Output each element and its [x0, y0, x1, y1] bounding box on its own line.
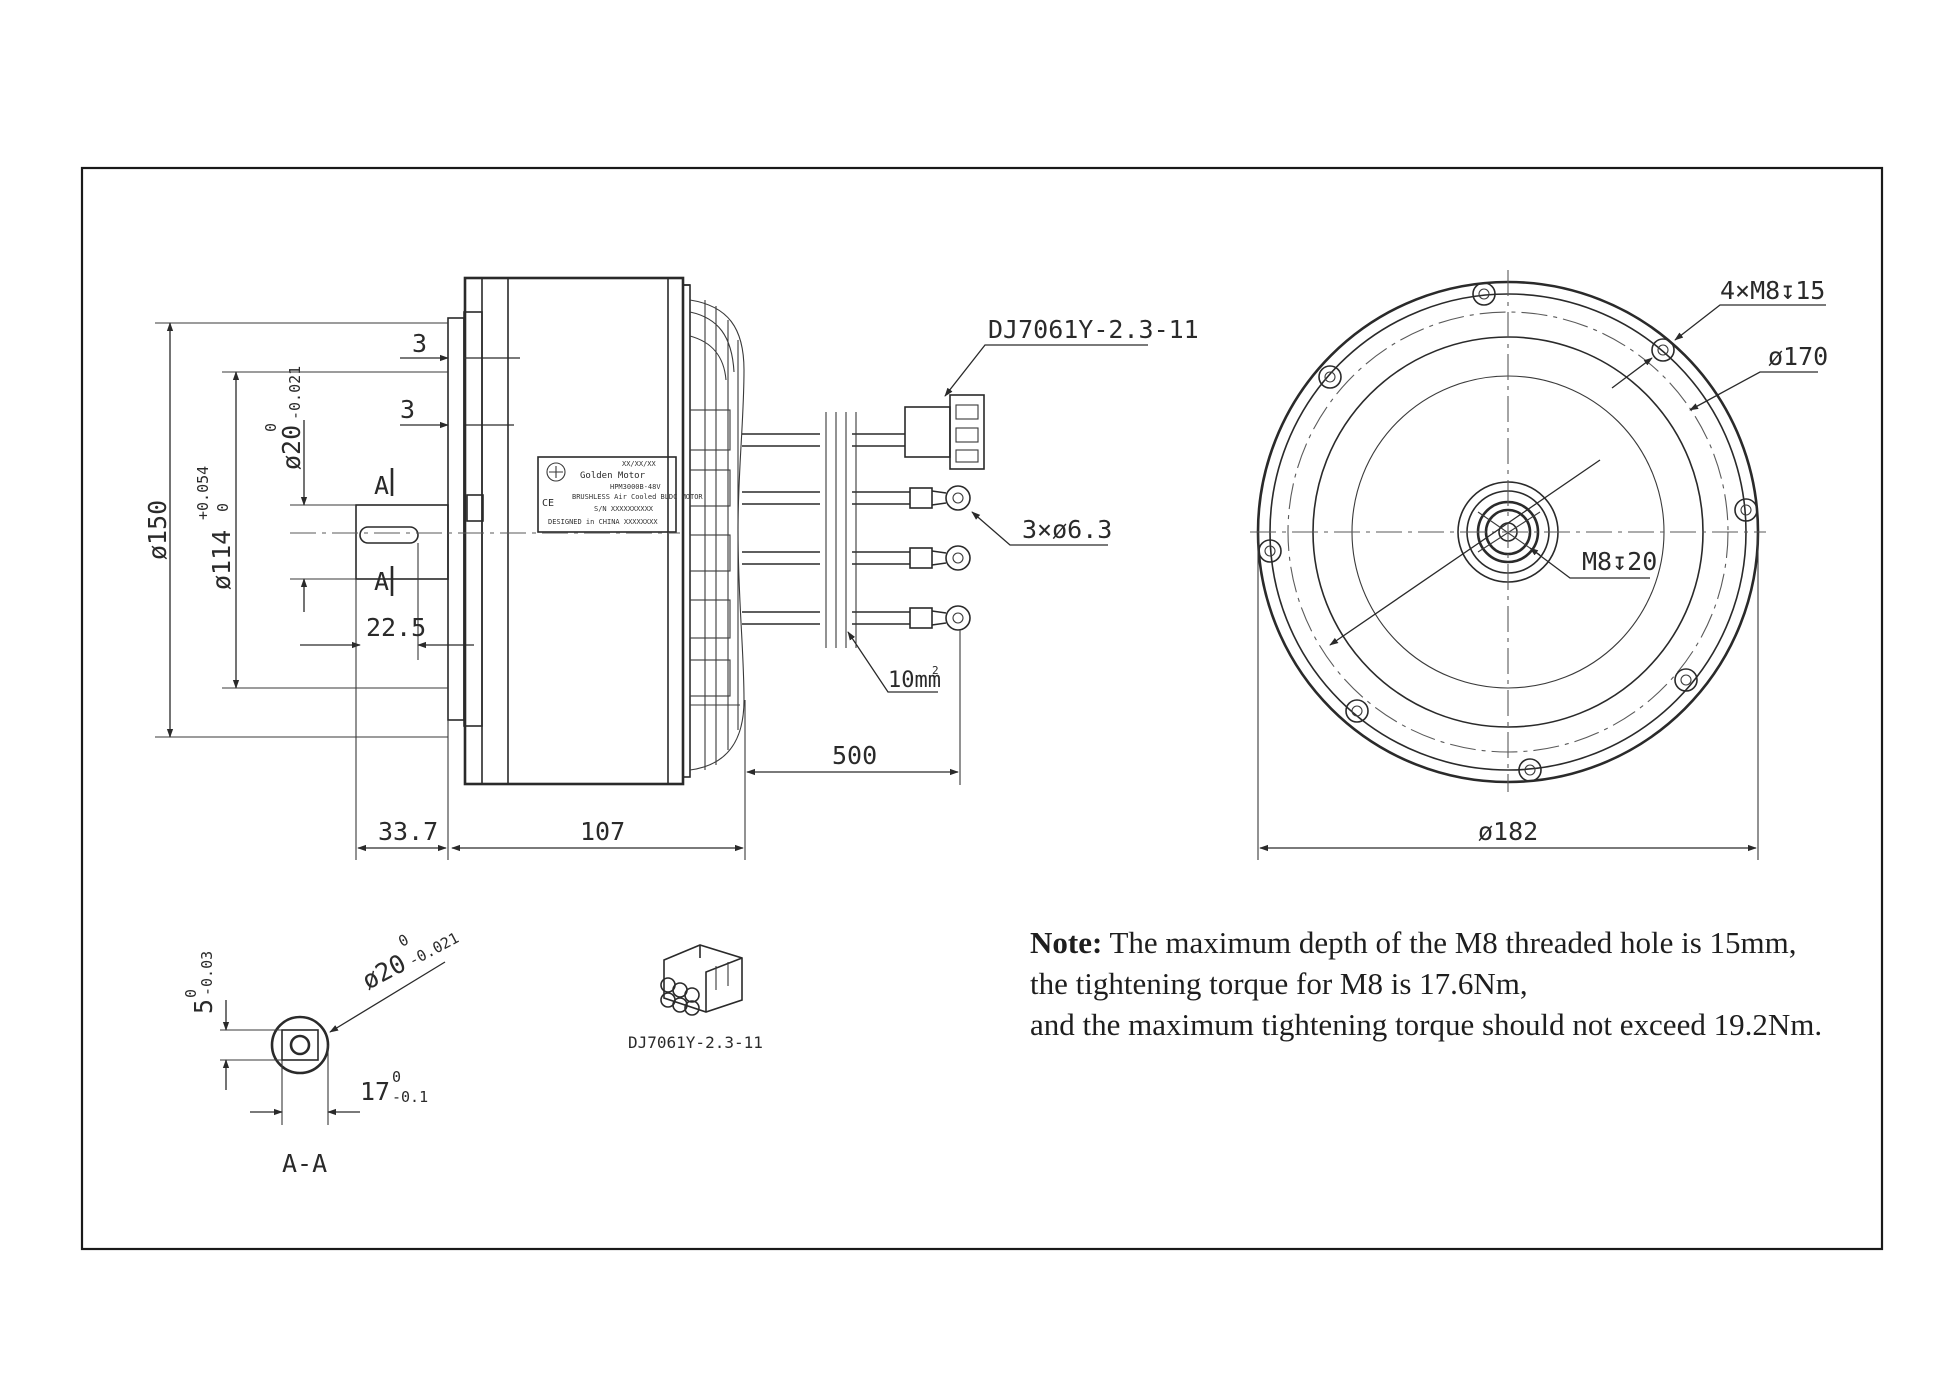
section-label: A-A [282, 1149, 327, 1178]
nameplate-line-model: HPM3000B-48V [610, 483, 661, 491]
dim-shaft-diameter: ø20 [277, 425, 306, 470]
dim-body-length: 107 [580, 817, 625, 846]
dim-pilot-tol-upper: +0.054 [194, 466, 212, 520]
dim-center-hole: M8↧20 [1582, 547, 1657, 576]
section-shaft-circle [270, 1015, 330, 1075]
nameplate-line-origin: DESIGNED in CHINA XXXXXXXX [548, 518, 658, 526]
section-view-aa: 5 0 -0.03 ø20 0 -0.021 17 0 -0.1 A-A [182, 929, 462, 1178]
dim-lug-holes: 3×ø6.3 [1022, 515, 1112, 544]
nameplate-line-type: BRUSHLESS Air Cooled BLDC MOTOR [572, 493, 703, 501]
drawing-border [80, 166, 1884, 1251]
dim-shaft-tol-lower: -0.021 [286, 366, 304, 420]
section-mark-bottom: A [374, 567, 389, 596]
mounting-holes [1258, 282, 1758, 782]
dim-key-depth-tol-lower: -0.1 [392, 1088, 428, 1106]
dim-section-shaft-tol-upper: 0 [395, 931, 411, 951]
shaft-keyway [359, 526, 419, 544]
dim-shaft-tol-upper: 0 [262, 423, 280, 432]
nameplate-brand: Golden Motor [580, 471, 646, 481]
dim-pcd: ø170 [1768, 342, 1828, 371]
dim-mounting-holes: 4×M8↧15 [1720, 276, 1825, 305]
note-prefix: Note: [1030, 925, 1103, 960]
note-text-1: The maximum depth of the M8 threaded hol… [1102, 925, 1797, 960]
section-mark-top: A [374, 471, 389, 500]
note-line-3: and the maximum tightening torque should… [1030, 1007, 1823, 1042]
dim-section-shaft-tol-lower: -0.021 [406, 929, 462, 970]
shaft [355, 504, 449, 580]
note-block: Note: The maximum depth of the M8 thread… [1030, 922, 1910, 1045]
ring-lug [945, 605, 971, 631]
front-view: 4×M8↧15 ø170 M8↧20 ø182 [1250, 270, 1828, 860]
dim-flange-gap: 3 [412, 329, 427, 358]
ring-lug [945, 545, 971, 571]
connector-iso-view: DJ7061Y-2.3-11 [628, 944, 763, 1052]
cable-bundle [742, 394, 985, 648]
dim-key-depth: 17 [360, 1077, 390, 1106]
dim-pilot-tol-lower: 0 [214, 503, 232, 512]
connector-iso-label: DJ7061Y-2.3-11 [628, 1033, 763, 1052]
ring-lug [945, 485, 971, 511]
dim-key-length: 22.5 [366, 613, 426, 642]
dim-key-depth-tol-upper: 0 [392, 1068, 401, 1086]
dim-cable-length: 500 [832, 741, 877, 770]
dim-key-width: 5 [189, 999, 218, 1014]
side-view: XX/XX/XX Golden Motor HPM3000B-48V BRUSH… [143, 276, 1199, 860]
dim-key-width-tol-lower: -0.03 [198, 951, 216, 996]
dim-pilot-diameter: ø114 [207, 530, 236, 590]
dim-outer-diameter: ø150 [143, 500, 172, 560]
nameplate-line-serial: S/N XXXXXXXXXX [594, 505, 654, 513]
dim-front-outer: ø182 [1478, 817, 1538, 846]
dim-key-width-tol-upper: 0 [182, 989, 200, 998]
nameplate-date: XX/XX/XX [622, 460, 657, 468]
dim-shoulder: 3 [400, 395, 415, 424]
note-line-2: the tightening torque for M8 is 17.6Nm, [1030, 966, 1528, 1001]
brand-logo-icon [546, 462, 566, 482]
connector-plug [904, 406, 951, 458]
note-line-1: Note: The maximum depth of the M8 thread… [1030, 922, 1910, 963]
dim-wire-size-exponent: 2 [932, 664, 939, 677]
cooling-fins [689, 299, 745, 771]
dim-wire-size: 10mm [888, 668, 941, 693]
motor-housing [463, 276, 685, 786]
nameplate-ce-mark: CE [542, 498, 554, 509]
nameplate: XX/XX/XX Golden Motor HPM3000B-48V BRUSH… [537, 456, 703, 533]
dim-connector-label: DJ7061Y-2.3-11 [988, 315, 1199, 344]
mounting-flange [447, 317, 465, 721]
dim-shaft-length: 33.7 [378, 817, 438, 846]
